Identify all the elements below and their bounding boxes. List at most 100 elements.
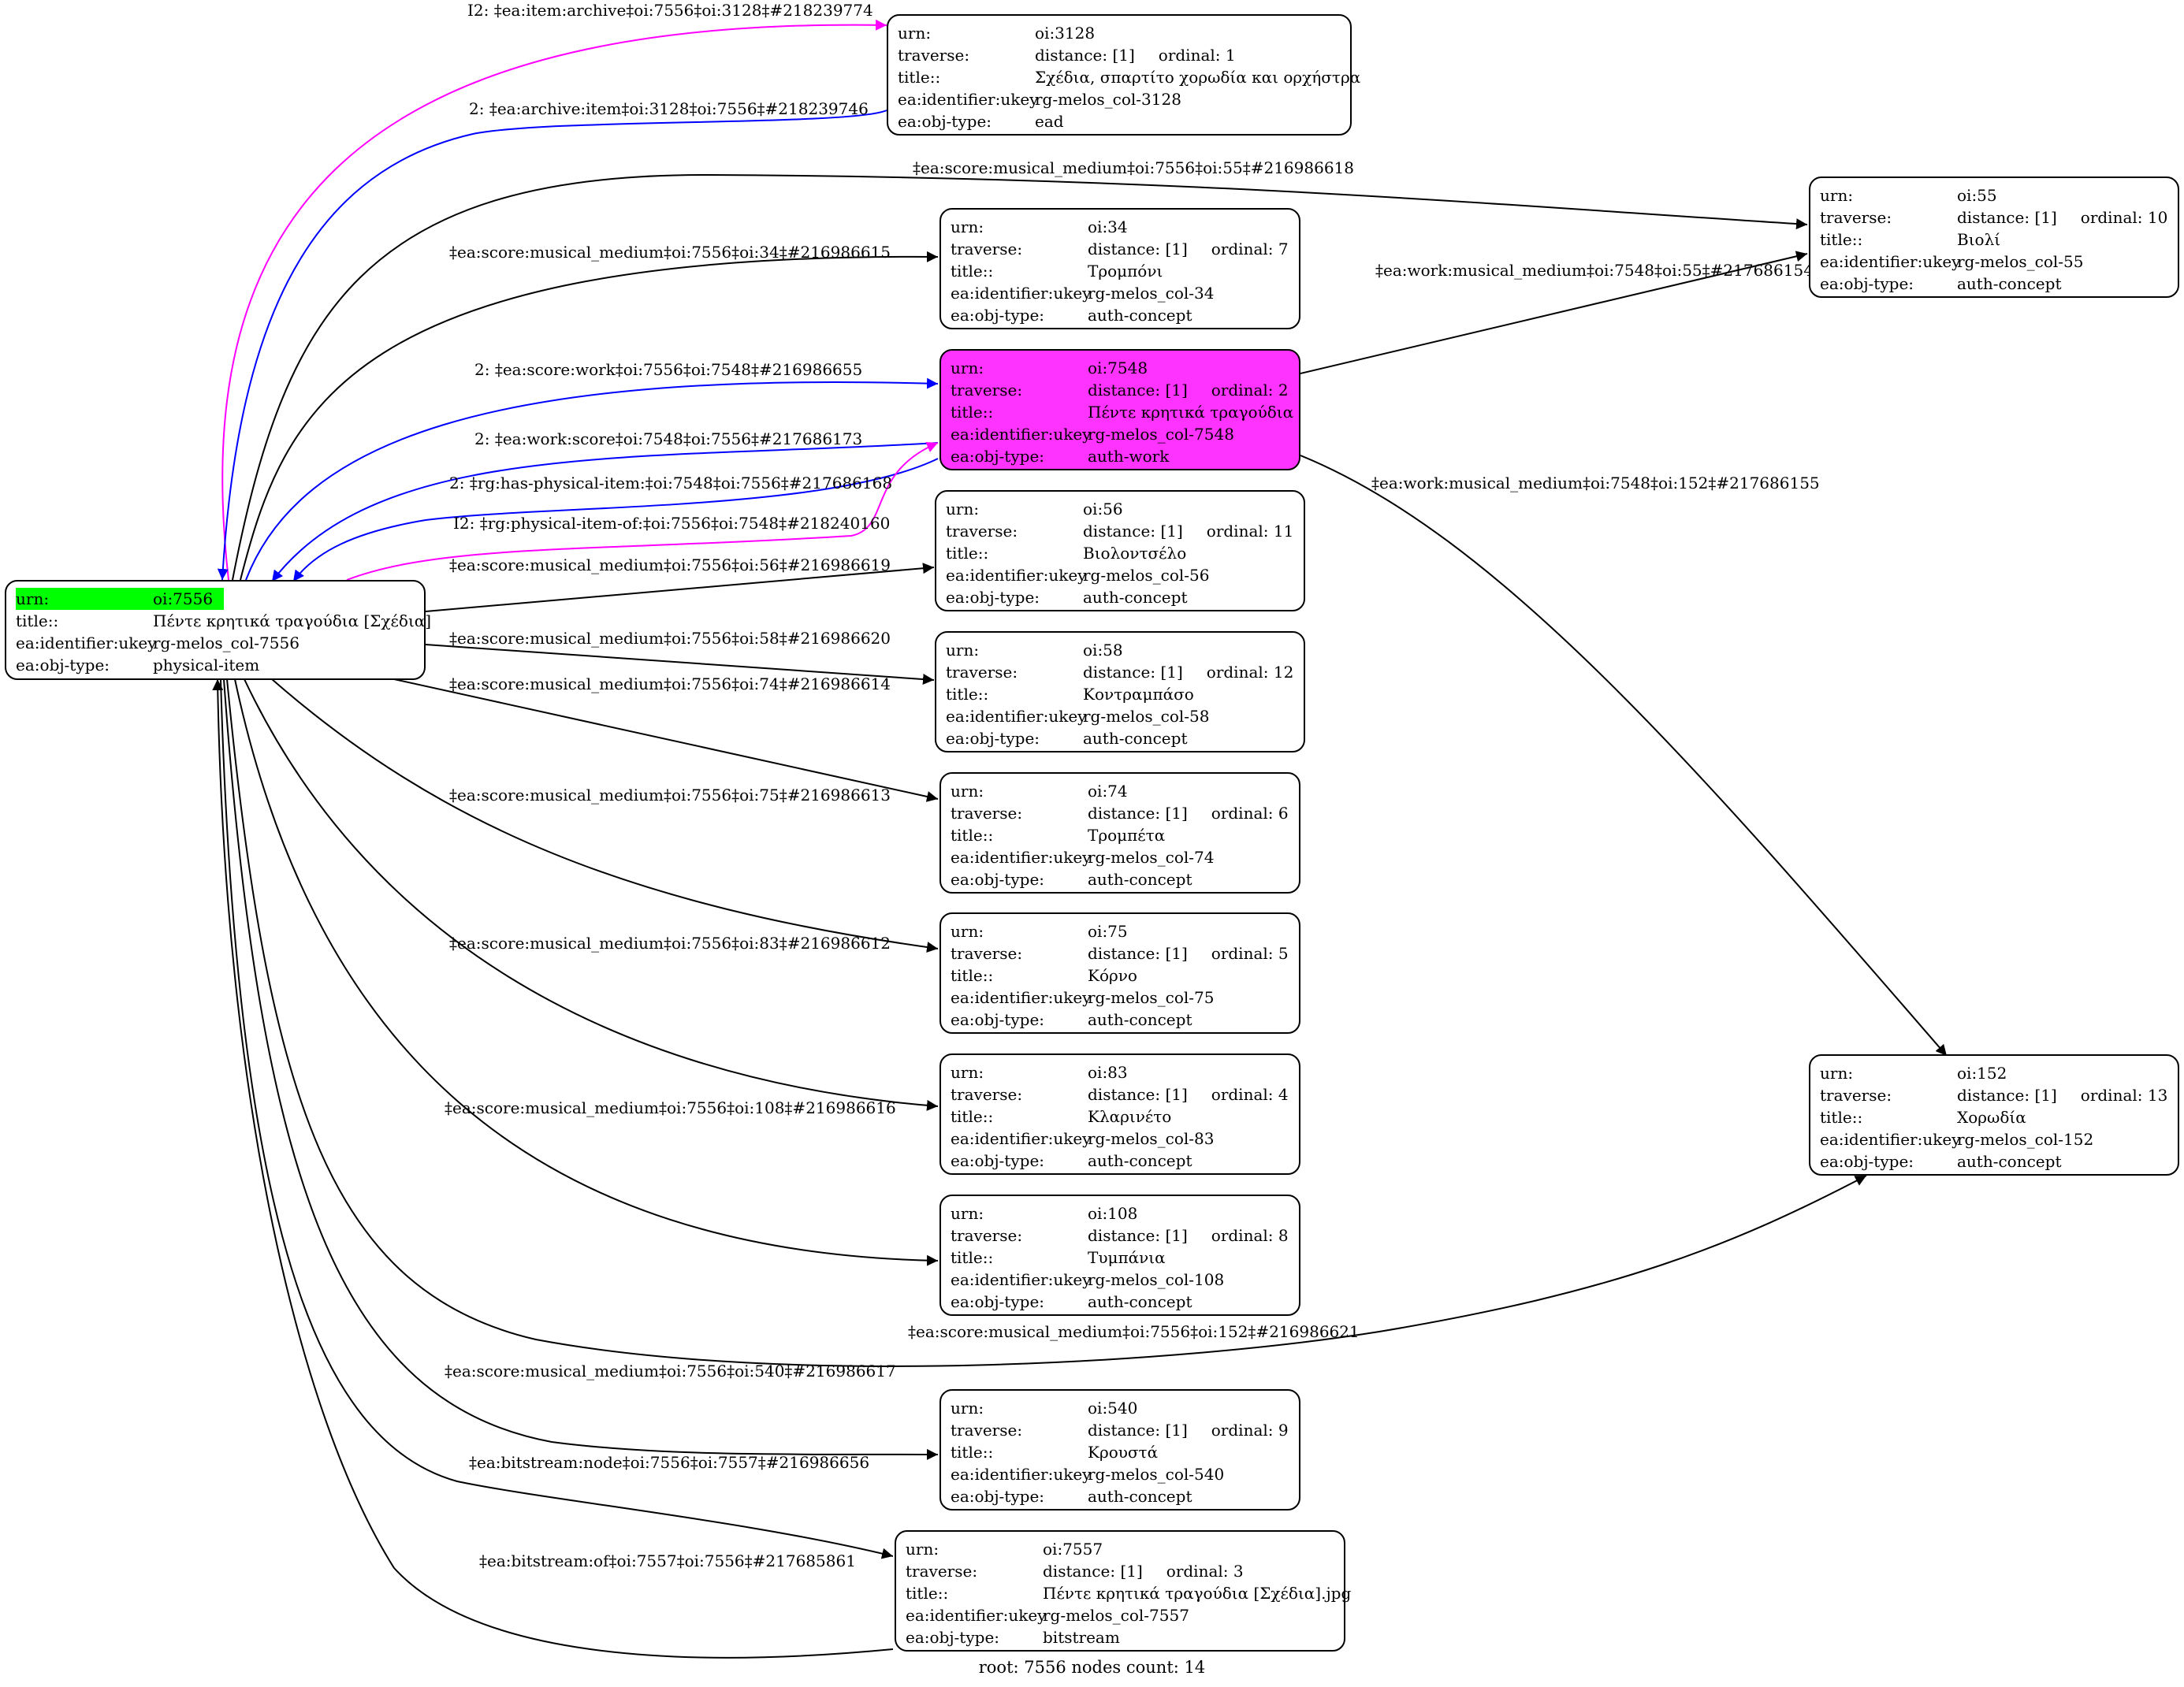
node-row-traverse: traverse:distance: [1]ordinal: 1 — [898, 46, 1236, 65]
edge-score-medium-540 — [223, 678, 939, 1460]
edge-score-medium-55 — [232, 173, 1808, 581]
edge-score-medium-34 — [240, 251, 939, 581]
node-row-title: title::Πέντε κρητικά τραγούδια [Σχέδια] — [16, 611, 432, 630]
edge-work-medium-55 — [1300, 251, 1808, 374]
node-row-traverse: traverse:distance: [1]ordinal: 4 — [951, 1085, 1289, 1104]
node-row-objtype: ea:obj-type:auth-concept — [946, 588, 1188, 607]
graph-footer: root: 7556 nodes count: 14 — [978, 1658, 1206, 1677]
edge-label: ‡ea:score:musical_medium‡oi:7556‡oi:540‡… — [445, 1362, 896, 1380]
node-row-urn: urn:oi:3128 — [898, 24, 1096, 43]
node-row-traverse: traverse:distance: [1]ordinal: 10 — [1820, 208, 2168, 227]
node-row-title: title::Χορωδία — [1820, 1108, 2026, 1127]
node-34[interactable]: urn:oi:34 traverse:distance: [1]ordinal:… — [939, 208, 1300, 329]
node-row-objtype: ea:obj-type:auth-concept — [951, 1487, 1192, 1506]
edge-item-archive — [221, 19, 887, 581]
node-row-urn: urn:oi:55 — [1820, 186, 1997, 205]
node-row-urn: urn:oi:108 — [951, 1204, 1138, 1223]
node-root-7556[interactable]: urn:oi:7556 title::Πέντε κρητικά τραγούδ… — [5, 580, 432, 680]
node-row-objtype: ea:obj-type:bitstream — [906, 1628, 1120, 1647]
node-row-traverse: traverse:distance: [1]ordinal: 7 — [951, 240, 1289, 258]
node-152[interactable]: urn:oi:152 traverse:distance: [1]ordinal… — [1809, 1054, 2179, 1176]
edge-bitstream-of — [212, 678, 894, 1659]
edge-label: I2: ‡ea:item:archive‡oi:7556‡oi:3128‡#21… — [467, 1, 873, 20]
node-row-objtype: ea:obj-type:ead — [898, 112, 1064, 131]
node-75[interactable]: urn:oi:75 traverse:distance: [1]ordinal:… — [939, 912, 1300, 1034]
edge-label: 2: ‡ea:archive:item‡oi:3128‡oi:7556‡#218… — [469, 99, 869, 118]
node-row-traverse: traverse:distance: [1]ordinal: 5 — [951, 944, 1289, 963]
node-55[interactable]: urn:oi:55 traverse:distance: [1]ordinal:… — [1809, 177, 2179, 298]
edge-work-score — [271, 442, 939, 582]
node-74[interactable]: urn:oi:74 traverse:distance: [1]ordinal:… — [939, 772, 1300, 894]
edge-has-physical-item — [292, 458, 939, 582]
edge-score-medium-56 — [425, 563, 935, 612]
node-row-title: title::Βιολοντσέλο — [946, 544, 1187, 563]
node-row-urn: urn:oi:58 — [946, 641, 1123, 660]
edge-label: ‡ea:score:musical_medium‡oi:7556‡oi:56‡#… — [449, 556, 891, 574]
node-row-traverse: traverse:distance: [1]ordinal: 13 — [1820, 1086, 2168, 1105]
node-row-urn: urn:oi:75 — [951, 922, 1128, 941]
edge-work-medium-152 — [1300, 455, 1948, 1057]
node-row-title: title::Τρομπόνι — [951, 262, 1163, 281]
edge-score-medium-108 — [234, 678, 939, 1266]
node-row-urn: urn:oi:74 — [951, 782, 1128, 801]
edge-score-medium-58 — [425, 644, 935, 686]
node-row-traverse: traverse:distance: [1]ordinal: 8 — [951, 1226, 1289, 1245]
node-108[interactable]: urn:oi:108 traverse:distance: [1]ordinal… — [939, 1195, 1300, 1316]
node-row-urn: urn:oi:540 — [951, 1399, 1138, 1418]
node-row-urn: urn:oi:7557 — [906, 1540, 1103, 1559]
node-row-traverse: traverse:distance: [1]ordinal: 2 — [951, 381, 1289, 399]
edge-physical-item-of — [346, 442, 939, 581]
edge-label: ‡ea:score:musical_medium‡oi:7556‡oi:34‡#… — [449, 243, 891, 262]
node-56[interactable]: urn:oi:56 traverse:distance: [1]ordinal:… — [935, 490, 1305, 611]
node-row-objtype: ea:obj-type:auth-concept — [951, 1292, 1192, 1311]
edge-label: ‡ea:work:musical_medium‡oi:7548‡oi:55‡#2… — [1375, 261, 1814, 280]
node-7557[interactable]: urn:oi:7557 traverse:distance: [1]ordina… — [895, 1530, 1352, 1652]
node-row-title: title::Τυμπάνια — [951, 1248, 1166, 1267]
edge-label: ‡ea:score:musical_medium‡oi:7556‡oi:74‡#… — [449, 674, 891, 693]
node-540[interactable]: urn:oi:540 traverse:distance: [1]ordinal… — [939, 1389, 1300, 1510]
node-row-title: title::Πέντε κρητικά τραγούδια [Σχέδια].… — [906, 1584, 1352, 1603]
node-row-urn: urn:oi:7548 — [951, 359, 1148, 377]
node-row-objtype: ea:obj-type:auth-concept — [1820, 1152, 2062, 1171]
edge-label: ‡ea:score:musical_medium‡oi:7556‡oi:75‡#… — [449, 786, 891, 804]
edge-score-medium-152 — [226, 678, 1867, 1367]
node-row-title: title::Σχέδια, σπαρτίτο χορωδία και ορχή… — [898, 68, 1361, 87]
node-row-traverse: traverse:distance: [1]ordinal: 6 — [951, 804, 1289, 823]
edge-score-medium-74 — [393, 678, 939, 802]
node-7548-focus[interactable]: urn:oi:7548 traverse:distance: [1]ordina… — [939, 349, 1300, 470]
edge-label: ‡ea:score:musical_medium‡oi:7556‡oi:152‡… — [908, 1322, 1360, 1341]
edge-score-medium-75 — [271, 678, 939, 953]
edge-score-work — [245, 377, 939, 581]
edge-label: 2: ‡ea:score:work‡oi:7556‡oi:7548‡#21698… — [474, 360, 862, 379]
node-row-objtype: ea:obj-type:physical-item — [16, 656, 260, 674]
node-row-urn: urn:oi:152 — [1820, 1064, 2007, 1083]
node-3128[interactable]: urn:oi:3128 traverse:distance: [1]ordina… — [887, 14, 1361, 136]
node-row-title: title::Κόρνο — [951, 966, 1137, 985]
node-row-title: title::Κρουστά — [951, 1443, 1159, 1462]
edge-score-medium-83 — [244, 678, 939, 1111]
node-row-urn: urn:oi:7556 — [16, 588, 415, 610]
node-row-objtype: ea:obj-type:auth-concept — [951, 1151, 1192, 1170]
node-row-traverse: traverse:distance: [1]ordinal: 3 — [906, 1562, 1244, 1581]
node-row-objtype: ea:obj-type:auth-work — [951, 447, 1170, 466]
node-row-urn: urn:oi:83 — [951, 1063, 1128, 1082]
node-83[interactable]: urn:oi:83 traverse:distance: [1]ordinal:… — [939, 1053, 1300, 1175]
edge-bitstream-node — [220, 678, 894, 1559]
node-row-title: title::Τρομπέτα — [951, 826, 1166, 845]
node-row-objtype: ea:obj-type:auth-concept — [946, 729, 1188, 748]
node-58[interactable]: urn:oi:58 traverse:distance: [1]ordinal:… — [935, 631, 1305, 752]
node-row-traverse: traverse:distance: [1]ordinal: 9 — [951, 1421, 1289, 1440]
edge-label: 2: ‡ea:work:score‡oi:7548‡oi:7556‡#21768… — [474, 429, 862, 448]
